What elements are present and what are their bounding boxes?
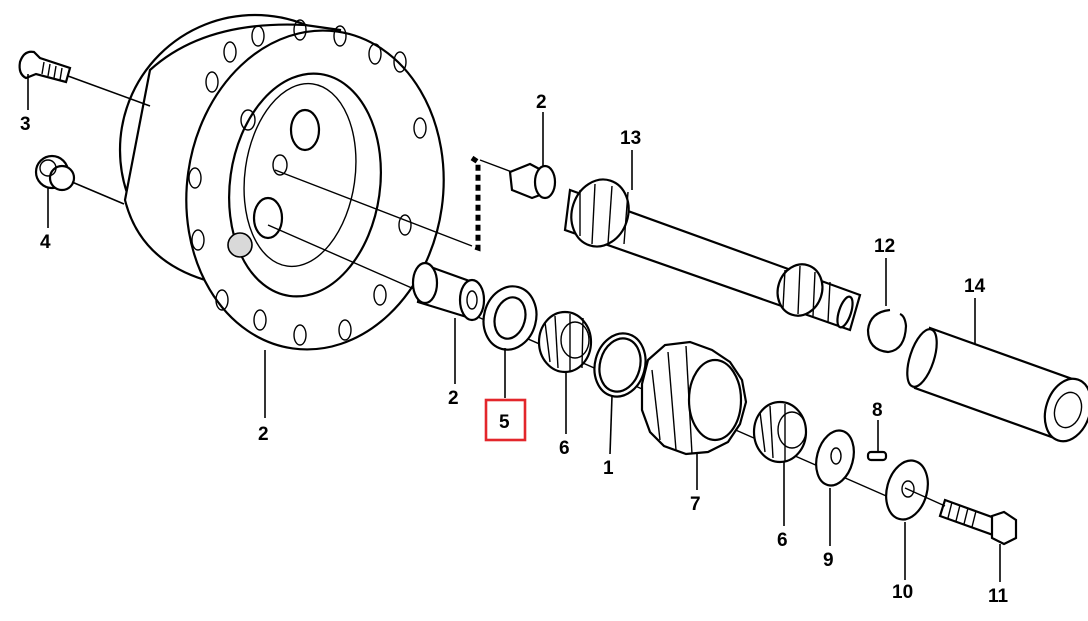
bolt-part-11 xyxy=(938,498,1018,546)
washer-part-10 xyxy=(885,459,929,521)
washer-part-9 xyxy=(815,429,855,487)
highlight-box-part-5 xyxy=(484,398,527,442)
gear-part-7 xyxy=(640,340,748,456)
callout-8: 8 xyxy=(872,400,883,421)
callout-2-bushing: 2 xyxy=(448,388,459,409)
leader-4-housing xyxy=(71,181,125,205)
hub-housing xyxy=(118,13,445,351)
plug-part-4 xyxy=(34,154,76,192)
callout-7: 7 xyxy=(690,494,701,515)
callout-3: 3 xyxy=(20,114,31,135)
callout-13: 13 xyxy=(620,128,641,149)
shaft-part-13 xyxy=(563,178,862,332)
circlip-part-12 xyxy=(866,308,908,354)
callout-10: 10 xyxy=(892,582,913,603)
callout-11: 11 xyxy=(988,586,1009,607)
callout-6-right: 6 xyxy=(777,530,788,551)
callout-6-left: 6 xyxy=(559,438,570,459)
callout-9: 9 xyxy=(823,550,834,571)
axis-line-bolt xyxy=(904,487,946,507)
stud-part-2-top xyxy=(508,162,557,200)
screw-part-3 xyxy=(18,50,72,84)
washer-part-5 xyxy=(482,285,538,351)
gear-part-6-left xyxy=(537,310,593,374)
pin-part-8 xyxy=(866,450,888,462)
callout-1: 1 xyxy=(603,458,614,479)
ring-part-1 xyxy=(593,332,647,398)
gear-part-6-right xyxy=(752,400,808,464)
callout-5: 5 xyxy=(499,412,510,433)
leader-1 xyxy=(609,395,613,455)
callout-2-stud: 2 xyxy=(536,92,547,113)
callout-12: 12 xyxy=(874,236,895,257)
axis-line-stud xyxy=(479,159,513,173)
callout-4: 4 xyxy=(40,232,51,253)
callout-14: 14 xyxy=(964,276,986,297)
leader-3-housing xyxy=(67,75,151,107)
sleeve-part-14 xyxy=(906,326,1088,443)
axis-line-upper xyxy=(274,169,473,247)
bushing-part-2 xyxy=(411,261,486,322)
callout-2-housing: 2 xyxy=(258,424,269,445)
dashed-bracket xyxy=(470,155,481,252)
